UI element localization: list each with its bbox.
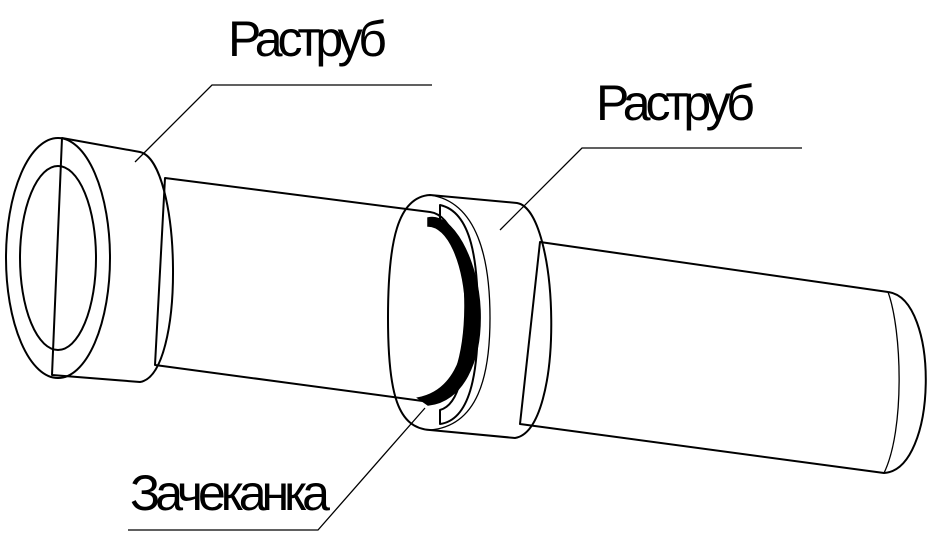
left-pipe [154, 177, 467, 403]
right-pipe [519, 241, 927, 474]
leader-lines [128, 84, 802, 531]
left-socket [5, 137, 174, 383]
label-socket-left: Раструб [228, 11, 385, 67]
right-socket [387, 194, 553, 439]
label-socket-right: Раструб [596, 75, 753, 131]
label-caulking: Зачеканка [130, 465, 330, 521]
